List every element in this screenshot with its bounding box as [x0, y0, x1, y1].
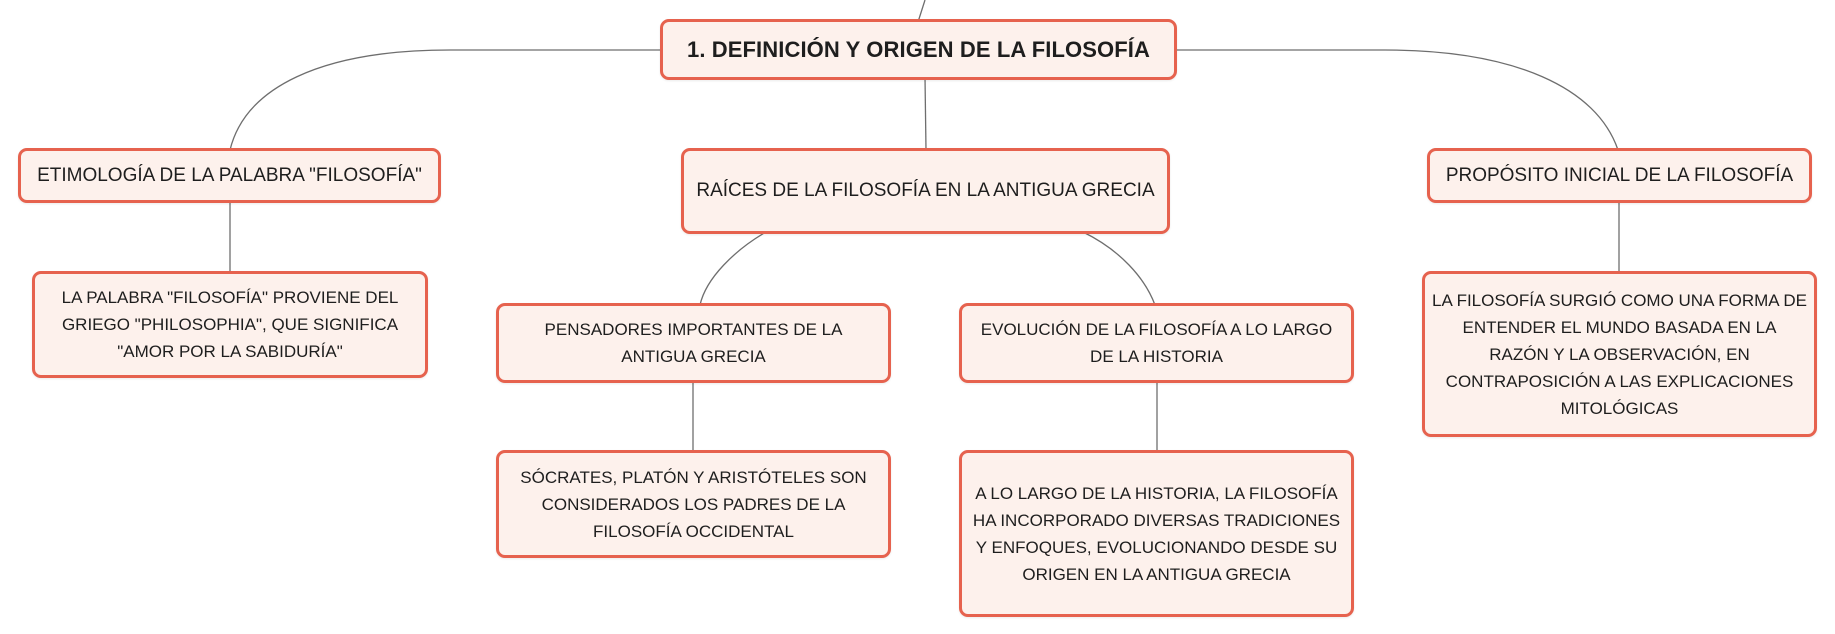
evolution-node[interactable]: EVOLUCIÓN DE LA FILOSOFÍA A LO LARGO DE …: [959, 303, 1354, 383]
connector-root-greek: [924, 76, 927, 151]
thinkers-detail-text: SÓCRATES, PLATÓN Y ARISTÓTELES SON CONSI…: [520, 467, 867, 541]
etymology-detail-node[interactable]: LA PALABRA "FILOSOFÍA" PROVIENE DEL GRIE…: [32, 271, 428, 378]
purpose-label: PROPÓSITO INICIAL DE LA FILOSOFÍA: [1445, 164, 1794, 186]
root-topic-label: 1. DEFINICIÓN Y ORIGEN DE LA FILOSOFÍA: [687, 36, 1150, 62]
etymology-detail-text: LA PALABRA "FILOSOFÍA" PROVIENE DEL GRIE…: [61, 288, 399, 361]
etymology-node[interactable]: ETIMOLOGÍA DE LA PALABRA "FILOSOFÍA": [18, 148, 441, 203]
connector-root-etymology: [229, 49, 664, 151]
thinkers-node[interactable]: PENSADORES IMPORTANTES DE LA ANTIGUA GRE…: [496, 303, 891, 383]
purpose-detail-node[interactable]: LA FILOSOFÍA SURGIÓ COMO UNA FORMA DE EN…: [1422, 271, 1817, 437]
connector-root-purpose: [1172, 49, 1619, 151]
thinkers-label: PENSADORES IMPORTANTES DE LA ANTIGUA GRE…: [544, 320, 843, 366]
greek-roots-label: RAÍCES DE LA FILOSOFÍA EN LA ANTIGUA GRE…: [696, 180, 1155, 201]
thinkers-detail-node[interactable]: SÓCRATES, PLATÓN Y ARISTÓTELES SON CONSI…: [496, 450, 891, 558]
evolution-detail-text: A LO LARGO DE LA HISTORIA, LA FILOSOFÍA …: [972, 483, 1341, 584]
connector-to-parent: [917, 0, 926, 23]
root-topic-node[interactable]: 1. DEFINICIÓN Y ORIGEN DE LA FILOSOFÍA: [660, 19, 1177, 80]
connector-greek-thinkers: [699, 231, 767, 306]
etymology-label: ETIMOLOGÍA DE LA PALABRA "FILOSOFÍA": [37, 164, 422, 186]
evolution-label: EVOLUCIÓN DE LA FILOSOFÍA A LO LARGO DE …: [980, 320, 1333, 366]
evolution-detail-node[interactable]: A LO LARGO DE LA HISTORIA, LA FILOSOFÍA …: [959, 450, 1354, 617]
greek-roots-node[interactable]: RAÍCES DE LA FILOSOFÍA EN LA ANTIGUA GRE…: [681, 148, 1170, 234]
purpose-node[interactable]: PROPÓSITO INICIAL DE LA FILOSOFÍA: [1427, 148, 1812, 203]
purpose-detail-text: LA FILOSOFÍA SURGIÓ COMO UNA FORMA DE EN…: [1431, 290, 1807, 418]
connector-greek-evolution: [1082, 231, 1156, 306]
